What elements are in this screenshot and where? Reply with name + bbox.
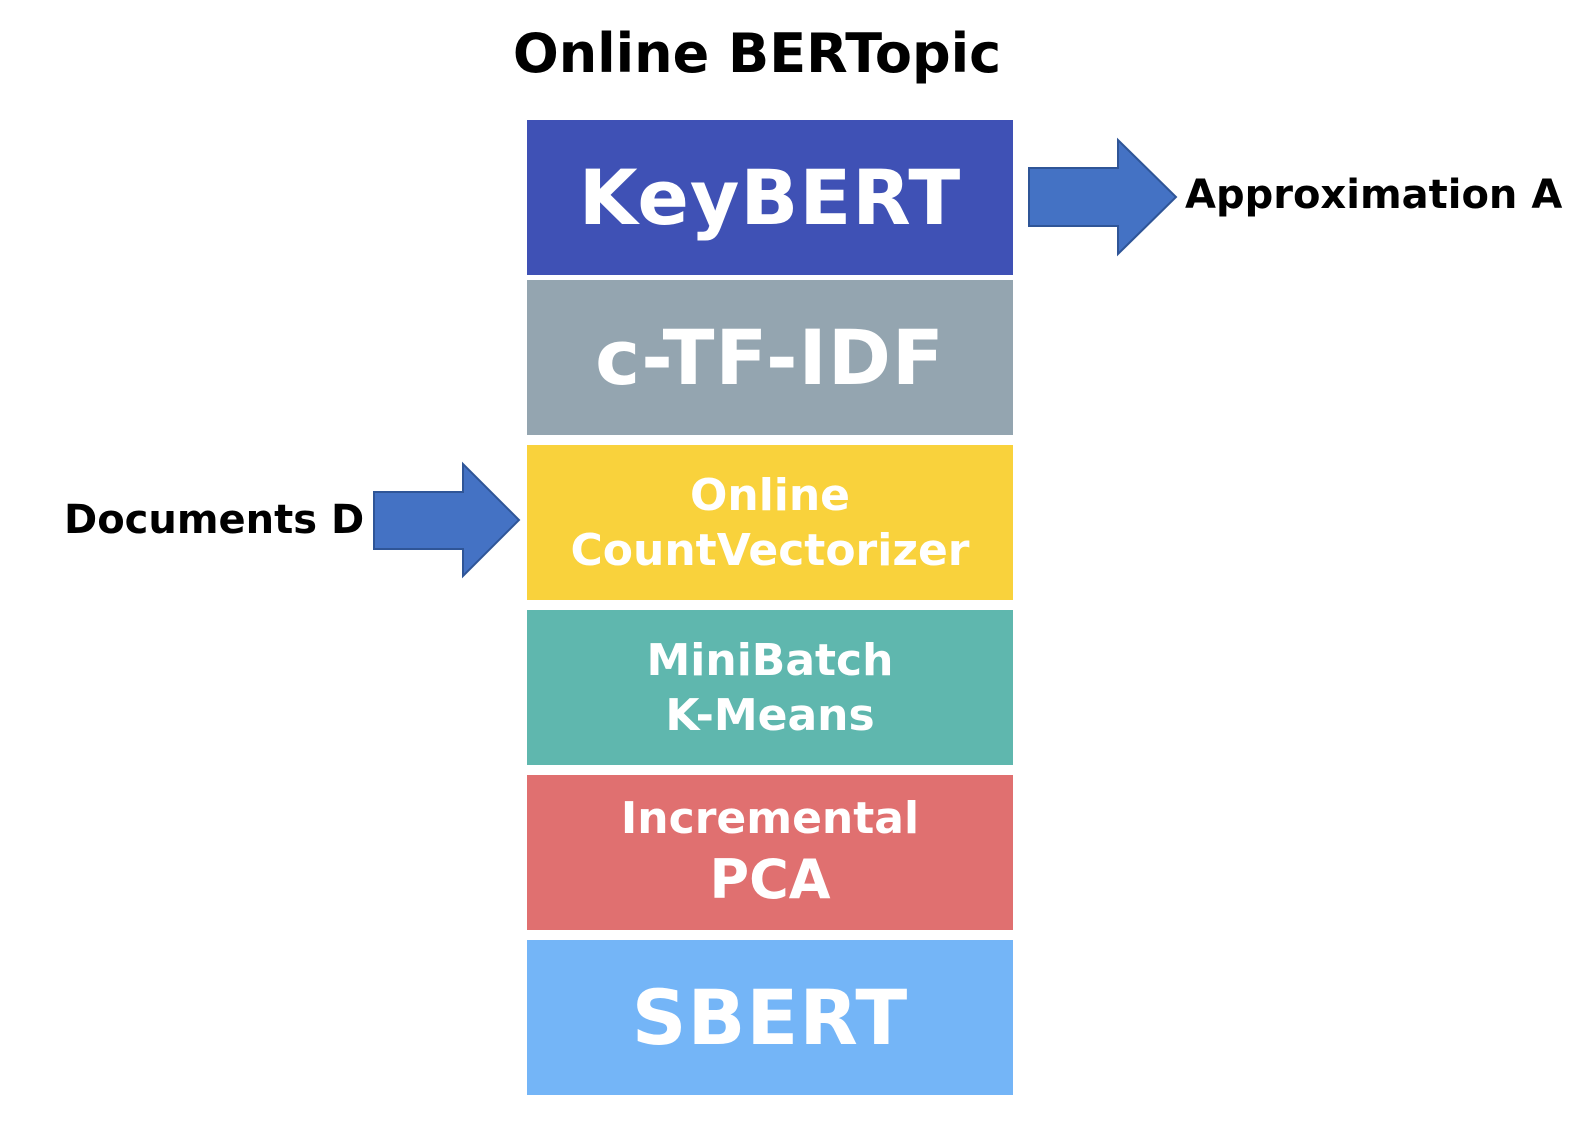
- layer-countvectorizer-line2: CountVectorizer: [570, 524, 970, 576]
- input-arrow-icon: [373, 461, 521, 579]
- layer-pca: Incremental PCA: [527, 775, 1013, 930]
- layer-keybert-label: KeyBERT: [578, 153, 962, 242]
- layer-sbert: SBERT: [527, 940, 1013, 1095]
- layer-keybert: KeyBERT: [527, 120, 1013, 275]
- layer-pca-line2: PCA: [709, 848, 831, 912]
- layer-countvectorizer: Online CountVectorizer: [527, 445, 1013, 600]
- output-arrow-shape: [1028, 137, 1178, 257]
- layer-kmeans-line2: K-Means: [665, 689, 875, 741]
- input-label: Documents D: [64, 497, 365, 543]
- layer-kmeans: MiniBatch K-Means: [527, 610, 1013, 765]
- input-arrow-shape: [373, 461, 521, 579]
- layer-sbert-label: SBERT: [631, 973, 909, 1062]
- output-arrow-icon: [1028, 137, 1178, 257]
- layer-ctfidf: c-TF-IDF: [527, 280, 1013, 435]
- layer-kmeans-line1: MiniBatch: [646, 634, 894, 686]
- diagram-title: Online BERTopic: [512, 22, 1002, 85]
- layer-countvectorizer-line1: Online: [689, 469, 851, 521]
- layer-pca-line1: Incremental: [620, 793, 920, 845]
- layer-ctfidf-label: c-TF-IDF: [595, 313, 945, 402]
- output-label: Approximation A: [1185, 172, 1563, 218]
